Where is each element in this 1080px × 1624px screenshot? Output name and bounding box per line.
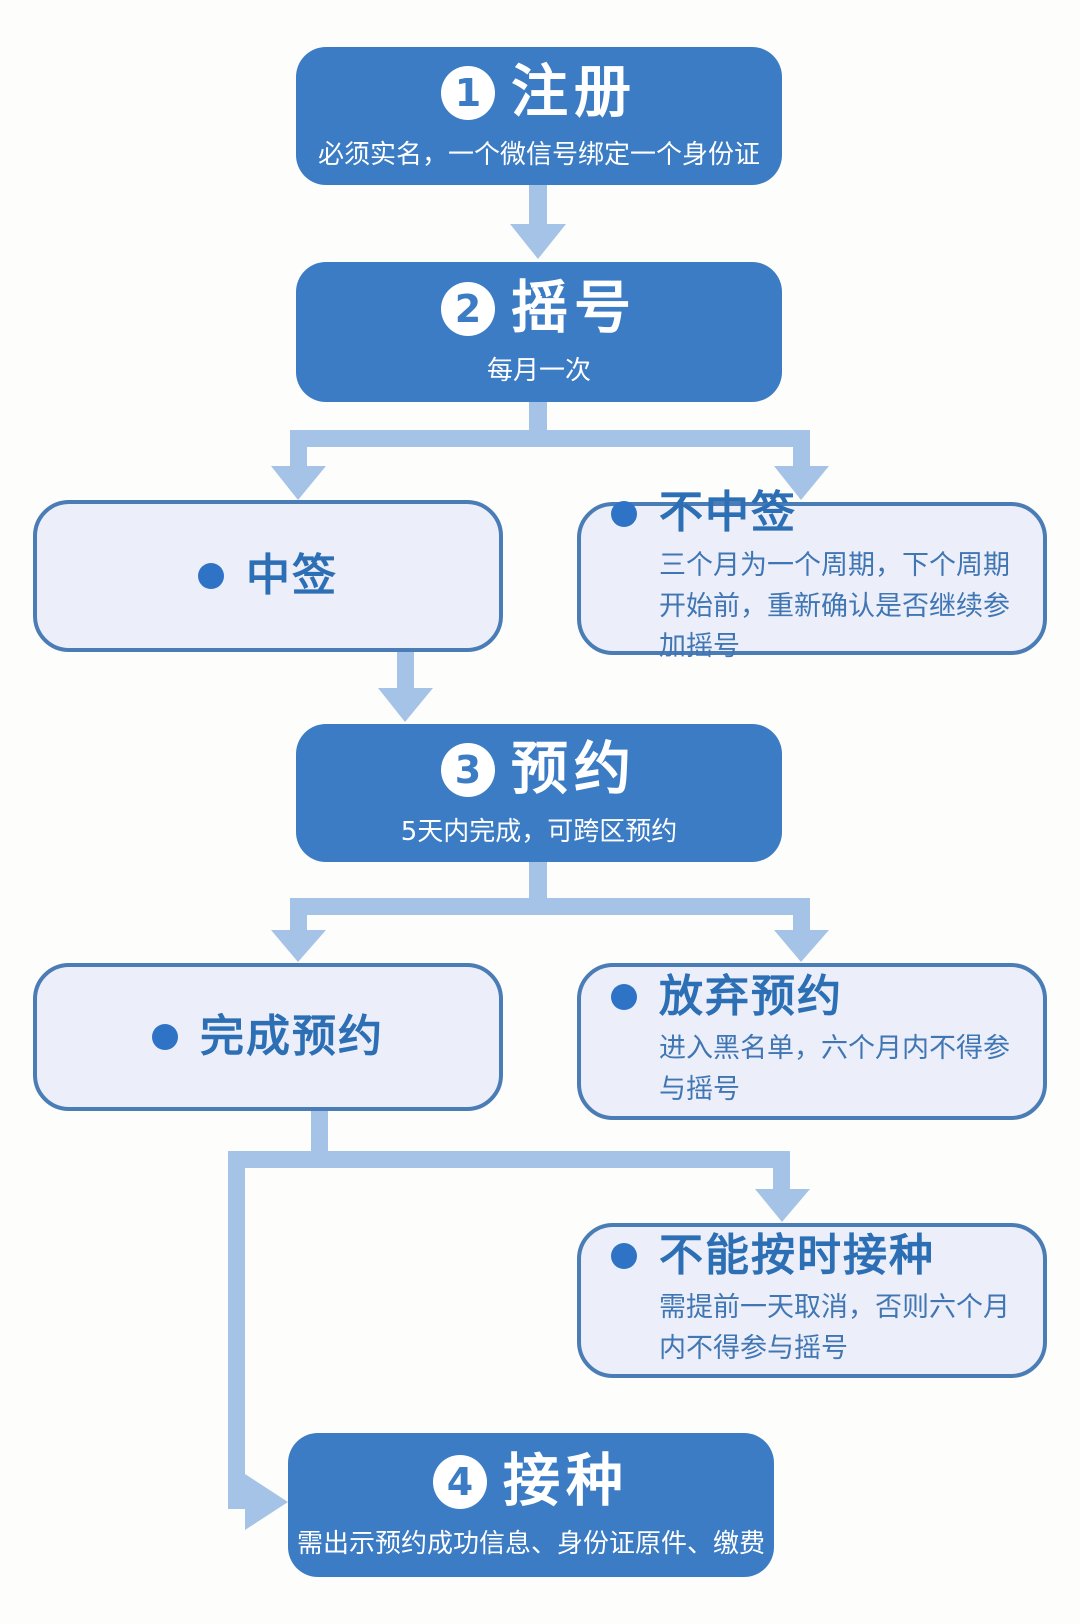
outcome-win-box: 中签 bbox=[33, 500, 503, 652]
outcome-win-title-row: 中签 bbox=[198, 550, 338, 603]
bullet-dot-icon bbox=[611, 1243, 637, 1269]
step-4-title: 接种 bbox=[503, 1448, 629, 1515]
step-2-number-badge: 2 bbox=[441, 281, 495, 336]
bullet-dot-icon bbox=[198, 562, 224, 589]
step-3-title-row: 3 预约 bbox=[441, 738, 637, 801]
outcome-missed-subtitle: 需提前一天取消，否则六个月内不得参与摇号 bbox=[659, 1292, 1010, 1364]
step-3-subtitle: 5天内完成，可跨区预约 bbox=[400, 816, 678, 847]
outcome-missed-title: 不能按时接种 bbox=[659, 1229, 935, 1281]
outcome-abandon-subtitle: 进入黑名单，六个月内不得参与摇号 bbox=[659, 1033, 1010, 1105]
step-2-subtitle: 每月一次 bbox=[486, 355, 591, 386]
step-1-register-box: 1 注册 必须实名，一个微信号绑定一个身份证 bbox=[296, 47, 782, 185]
bullet-dot-icon bbox=[152, 1023, 178, 1050]
arrow-win-to-appointment-icon bbox=[378, 652, 433, 722]
step-3-title: 预约 bbox=[511, 736, 637, 803]
step-1-title-row: 1 注册 bbox=[441, 61, 637, 124]
bullet-dot-icon bbox=[611, 984, 637, 1010]
arrow-lottery-split-icon bbox=[271, 400, 829, 500]
arrow-appointment-split-icon bbox=[271, 860, 829, 962]
step-4-number-badge: 4 bbox=[433, 1454, 487, 1509]
step-2-lottery-box: 2 摇号 每月一次 bbox=[296, 262, 782, 402]
step-3-appointment-box: 3 预约 5天内完成，可跨区预约 bbox=[296, 724, 782, 862]
step-4-subtitle: 需出示预约成功信息、身份证原件、缴费 bbox=[296, 1528, 765, 1559]
step-3-number-badge: 3 bbox=[441, 742, 495, 797]
outcome-abandon-box: 放弃预约 进入黑名单，六个月内不得参与摇号 bbox=[577, 963, 1047, 1120]
outcome-missed-box: 不能按时接种 需提前一天取消，否则六个月内不得参与摇号 bbox=[577, 1223, 1047, 1378]
outcome-lose-box: 不中签 三个月为一个周期，下个周期开始前，重新确认是否继续参加摇号 bbox=[577, 487, 1047, 662]
arrow-register-to-lottery-icon bbox=[510, 184, 566, 259]
step-4-vaccinate-box: 4 接种 需出示预约成功信息、身份证原件、缴费 bbox=[288, 1433, 774, 1577]
outcome-lose-subtitle: 三个月为一个周期，下个周期开始前，重新确认是否继续参加摇号 bbox=[659, 550, 1010, 663]
bullet-dot-icon bbox=[611, 500, 637, 527]
outcome-complete-title-row: 完成预约 bbox=[152, 1011, 384, 1064]
outcome-abandon-title-row: 放弃预约 bbox=[611, 971, 1027, 1024]
outcome-complete-box: 完成预约 bbox=[33, 963, 503, 1111]
step-2-title-row: 2 摇号 bbox=[441, 277, 637, 340]
step-2-title: 摇号 bbox=[511, 275, 637, 342]
step-1-title: 注册 bbox=[511, 59, 637, 126]
step-4-title-row: 4 接种 bbox=[433, 1450, 629, 1513]
arrow-complete-split-icon bbox=[228, 1111, 810, 1530]
outcome-missed-title-row: 不能按时接种 bbox=[611, 1230, 1027, 1283]
step-1-subtitle: 必须实名，一个微信号绑定一个身份证 bbox=[317, 139, 760, 170]
outcome-lose-title: 不中签 bbox=[659, 487, 797, 539]
outcome-abandon-title: 放弃预约 bbox=[659, 970, 843, 1022]
step-1-number-badge: 1 bbox=[441, 65, 495, 120]
outcome-win-title: 中签 bbox=[246, 549, 338, 601]
outcome-complete-title: 完成预约 bbox=[200, 1010, 384, 1062]
outcome-lose-title-row: 不中签 bbox=[611, 487, 1027, 540]
